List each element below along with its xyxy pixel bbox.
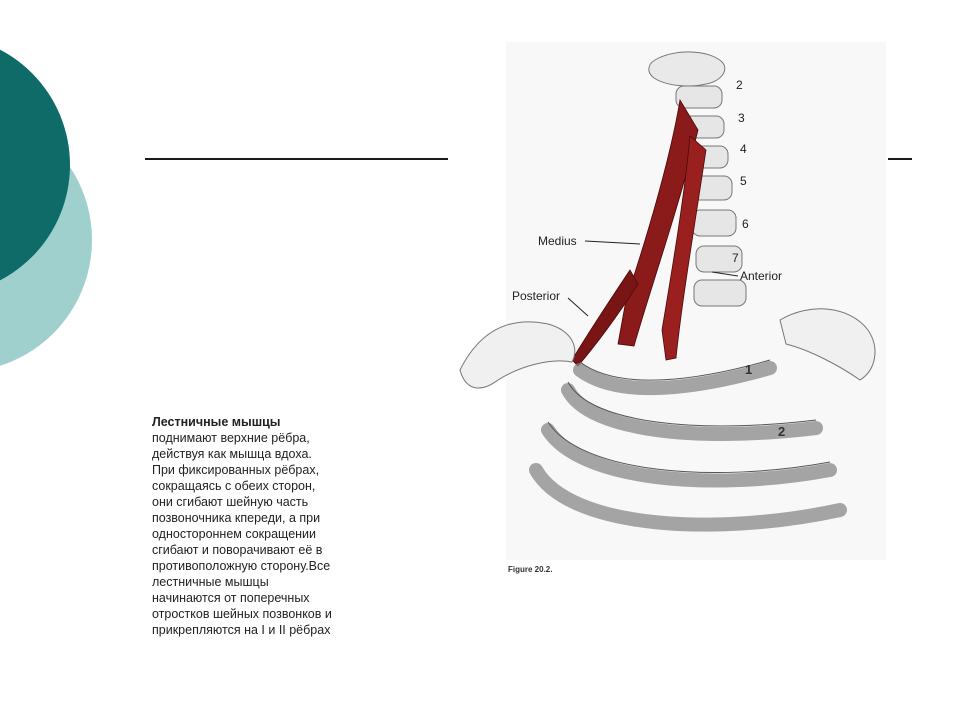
rib-2-outline — [567, 381, 817, 427]
vertebra-number-2: 2 — [736, 78, 743, 92]
rib-number-1: 1 — [745, 362, 752, 377]
vertebra-number-5: 5 — [740, 174, 747, 188]
anatomy-figure: 2 3 4 5 6 7 Medius Anterior Posterior 1 … — [459, 42, 886, 574]
vertebra-t1 — [693, 279, 747, 307]
rib-4 — [529, 463, 847, 532]
ribs — [529, 361, 847, 532]
vertebra-number-7: 7 — [732, 251, 739, 265]
decor-circle-dark — [0, 49, 70, 281]
shoulder-right — [779, 308, 876, 381]
vertebra-number-4: 4 — [740, 142, 747, 156]
vertebra-number-3: 3 — [738, 111, 745, 125]
divider-line-right — [888, 158, 912, 160]
muscle-description: поднимают верхние рёбра, действуя как мы… — [152, 431, 332, 637]
rib-number-2: 2 — [778, 424, 785, 439]
vertebra-c6 — [691, 209, 737, 237]
figure-caption: Figure 20.2. — [508, 565, 552, 574]
leader-medius — [584, 240, 641, 245]
label-anterior: Anterior — [740, 269, 782, 283]
vertebra-c7 — [695, 245, 743, 273]
scalene-muscles — [571, 98, 707, 367]
atlas-bone — [648, 51, 726, 87]
muscle-title: Лестничные мышцы — [152, 415, 281, 429]
rib-2 — [561, 383, 823, 441]
description-textbox: Лестничные мышцы поднимают верхние рёбра… — [152, 414, 392, 638]
vertebra-number-6: 6 — [742, 217, 749, 231]
rib-1 — [573, 361, 777, 396]
divider-line-left — [145, 158, 448, 160]
rib-3-outline — [547, 421, 831, 474]
shoulder-left — [459, 321, 576, 389]
rib-1-outline — [579, 359, 771, 381]
label-posterior: Posterior — [512, 289, 560, 303]
label-medius: Medius — [538, 234, 577, 248]
leader-anterior — [711, 271, 739, 277]
scalenus-anterior-muscle — [661, 135, 707, 361]
leader-posterior — [567, 297, 589, 317]
vertebra-c2 — [675, 85, 723, 109]
rib-3 — [541, 423, 837, 488]
